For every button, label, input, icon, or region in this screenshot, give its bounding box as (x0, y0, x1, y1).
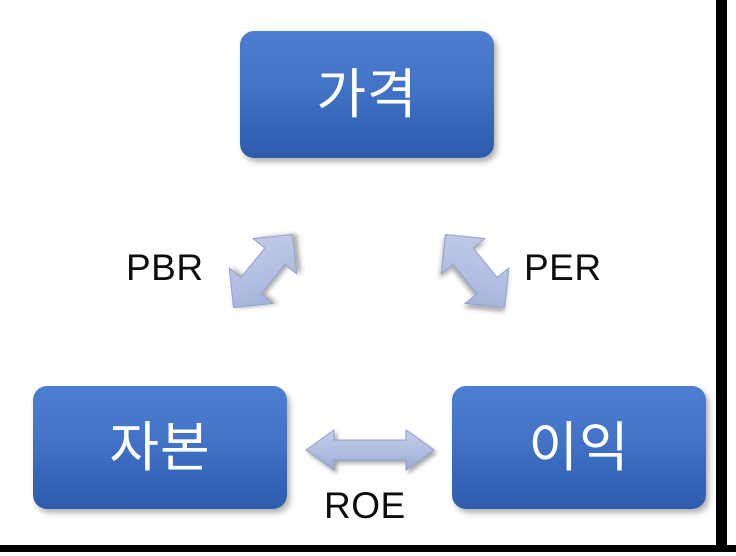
slide-frame-bottom-band (0, 545, 736, 552)
edge-label-pbr: PBR (126, 247, 204, 288)
edge-label-per: PER (524, 247, 602, 288)
double-headed-arrow-diagonal-up-right-icon (198, 196, 328, 346)
node-capital-label: 자본 (109, 417, 211, 478)
edge-label-roe: ROE (324, 485, 406, 526)
double-headed-arrow-horizontal-icon (300, 424, 440, 476)
node-price-label: 가격 (316, 64, 418, 125)
node-profit-label: 이익 (528, 417, 630, 478)
double-headed-arrow-diagonal-up-left-icon (410, 196, 540, 346)
node-profit[interactable]: 이익 (452, 386, 706, 509)
slide-frame-right-band (716, 0, 727, 546)
node-price[interactable]: 가격 (240, 31, 494, 158)
node-capital[interactable]: 자본 (33, 386, 287, 509)
